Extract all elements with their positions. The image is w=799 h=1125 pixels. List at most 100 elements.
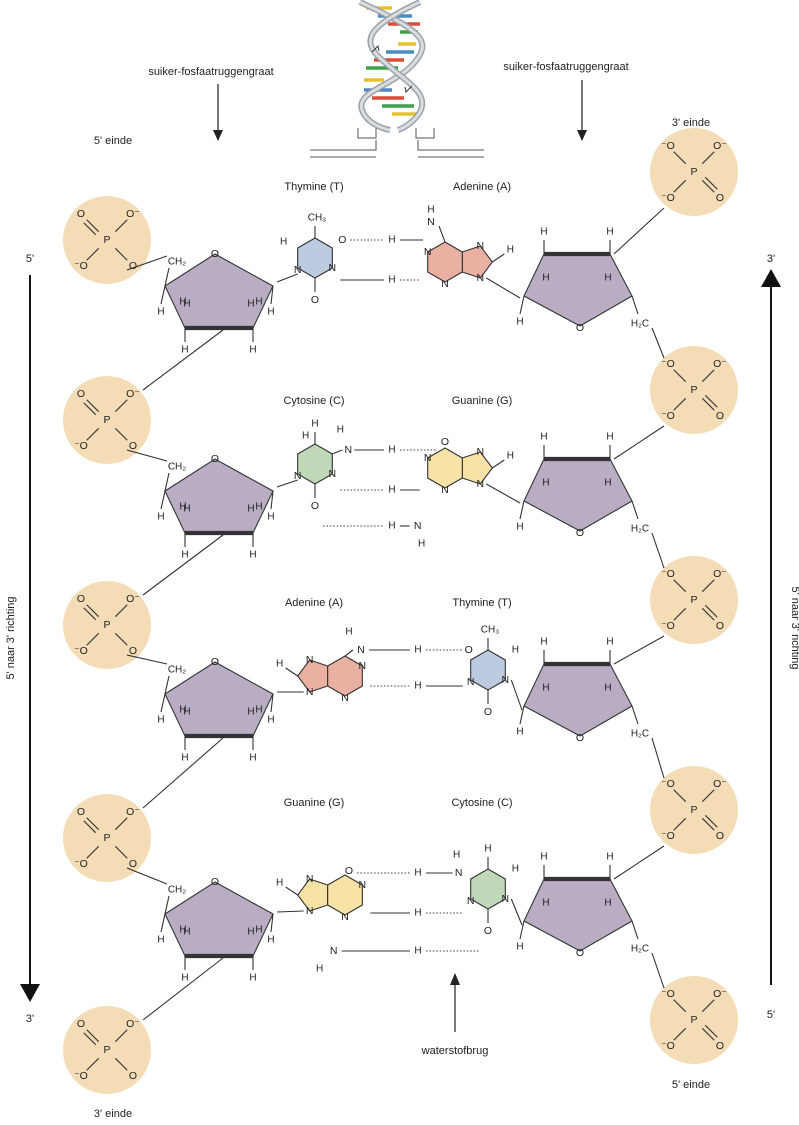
hydrogen-atom: H: [255, 297, 262, 308]
nitrogen-atom: N: [427, 216, 435, 228]
phosphodiester-bond: [651, 737, 665, 779]
nitrogen-atom: N: [477, 446, 485, 458]
hydrogen-atom: H: [183, 927, 190, 938]
bond: [701, 579, 715, 593]
bond: [86, 632, 100, 646]
ch2-group: CH₂: [168, 257, 186, 268]
phosphate-circle: [63, 196, 151, 284]
bond: [673, 179, 687, 193]
nitrogen-atom: N: [345, 444, 353, 456]
phosphorus-atom: P: [690, 166, 697, 178]
phosphate-circle: [63, 1006, 151, 1094]
h2c-group: H₂C: [631, 944, 649, 955]
oxygen-atom: O: [484, 706, 492, 718]
hydrogen-atom: H: [345, 627, 352, 638]
hydrogen-atom: H: [414, 946, 421, 957]
phosphodiester-bond: [613, 425, 665, 460]
oxygen-atom: O: [345, 865, 353, 877]
oxygen-atom: ⁻O: [661, 830, 675, 842]
oxygen-atom: O: [441, 436, 449, 448]
hydrogen-atom: H: [267, 935, 274, 946]
phosphodiester-bond: [126, 449, 168, 462]
methyl-group: CH₃: [308, 213, 327, 224]
right-direction-arrowhead: [761, 269, 781, 287]
hydrogen-atom: H: [267, 715, 274, 726]
hydrogen-atom: H: [606, 852, 613, 863]
ring-oxygen: O: [576, 947, 584, 959]
hydrogen-atom: H: [540, 432, 547, 443]
hydrogen-atom: H: [249, 345, 256, 356]
pyrimidine-ring: [470, 649, 506, 691]
nitrogen-atom: N: [502, 893, 510, 905]
left-top-5-label: 5': [26, 253, 34, 265]
bond: [83, 1032, 97, 1046]
hydrogen-atom: H: [388, 275, 395, 286]
end3-bottom-left-label: 3' einde: [94, 1108, 132, 1120]
end3-top-right-label: 3' einde: [672, 117, 710, 129]
hydrogen-atom: H: [181, 345, 188, 356]
nitrogen-atom: N: [424, 246, 432, 258]
ch2-group: CH₂: [168, 665, 186, 676]
bond: [114, 845, 128, 859]
pyrimidine-ring: [470, 868, 506, 910]
pyrimidine-ring: [297, 237, 333, 279]
right-bottom-5-label: 5': [767, 1009, 775, 1021]
adenine-base: NNH: [427, 240, 514, 284]
hydrogen-atom: H: [512, 645, 519, 656]
thymine-base: [297, 237, 333, 279]
bond: [673, 1027, 687, 1041]
nitrogen-atom: N: [306, 654, 314, 666]
backbone-label-left: suiker-fosfaatruggengraat: [148, 66, 273, 78]
ring-oxygen: O: [211, 656, 219, 668]
oxygen-atom: ⁻O: [661, 410, 675, 422]
hydrogen-atom: H: [157, 935, 164, 946]
hydrogen-atom: H: [179, 502, 186, 513]
bond: [704, 176, 718, 190]
nitrogen-atom: N: [359, 660, 367, 672]
oxygen-atom: O: [129, 260, 137, 272]
hydrogen-atom: H: [516, 317, 523, 328]
hydrogen-bond-label: waterstofbrug: [421, 1045, 489, 1057]
bond: [160, 285, 166, 305]
oxygen-atom: ⁻O: [74, 858, 88, 870]
oxygen-atom: O: [129, 1070, 137, 1082]
nitrogen-atom: N: [341, 692, 349, 704]
bond: [701, 151, 715, 165]
bond: [492, 253, 505, 263]
bond: [701, 397, 715, 411]
oxygen-atom: O: [716, 620, 724, 632]
base-name-left: Thymine (T): [284, 181, 343, 193]
left-direction-label: 5' naar 3' richting: [5, 596, 17, 679]
bond: [701, 369, 715, 383]
hydrogen-atom: H: [181, 973, 188, 984]
bond: [701, 607, 715, 621]
bond: [114, 1029, 128, 1043]
nitrogen-atom: N: [467, 895, 475, 907]
bond: [285, 886, 298, 896]
bond: [160, 913, 166, 933]
oxygen-atom: ⁻O: [661, 192, 675, 204]
nitrogen-atom: N: [306, 686, 314, 698]
hydrogen-atom: H: [540, 227, 547, 238]
nitrogen-atom: N: [294, 470, 302, 482]
hydrogen-atom: H: [606, 637, 613, 648]
hydrogen-atom: H: [255, 502, 262, 513]
bond: [86, 399, 100, 413]
hydrogen-atom: H: [414, 868, 421, 879]
hydrogen-atom: H: [247, 927, 254, 938]
phosphate-circle: [650, 346, 738, 434]
bond: [332, 449, 343, 455]
oxygen-atom: O: [716, 1040, 724, 1052]
bond: [270, 913, 274, 933]
hydrogen-atom: H: [507, 451, 514, 462]
bond: [276, 479, 298, 488]
bond: [701, 179, 715, 193]
phosphodiester-bond: [651, 952, 665, 989]
